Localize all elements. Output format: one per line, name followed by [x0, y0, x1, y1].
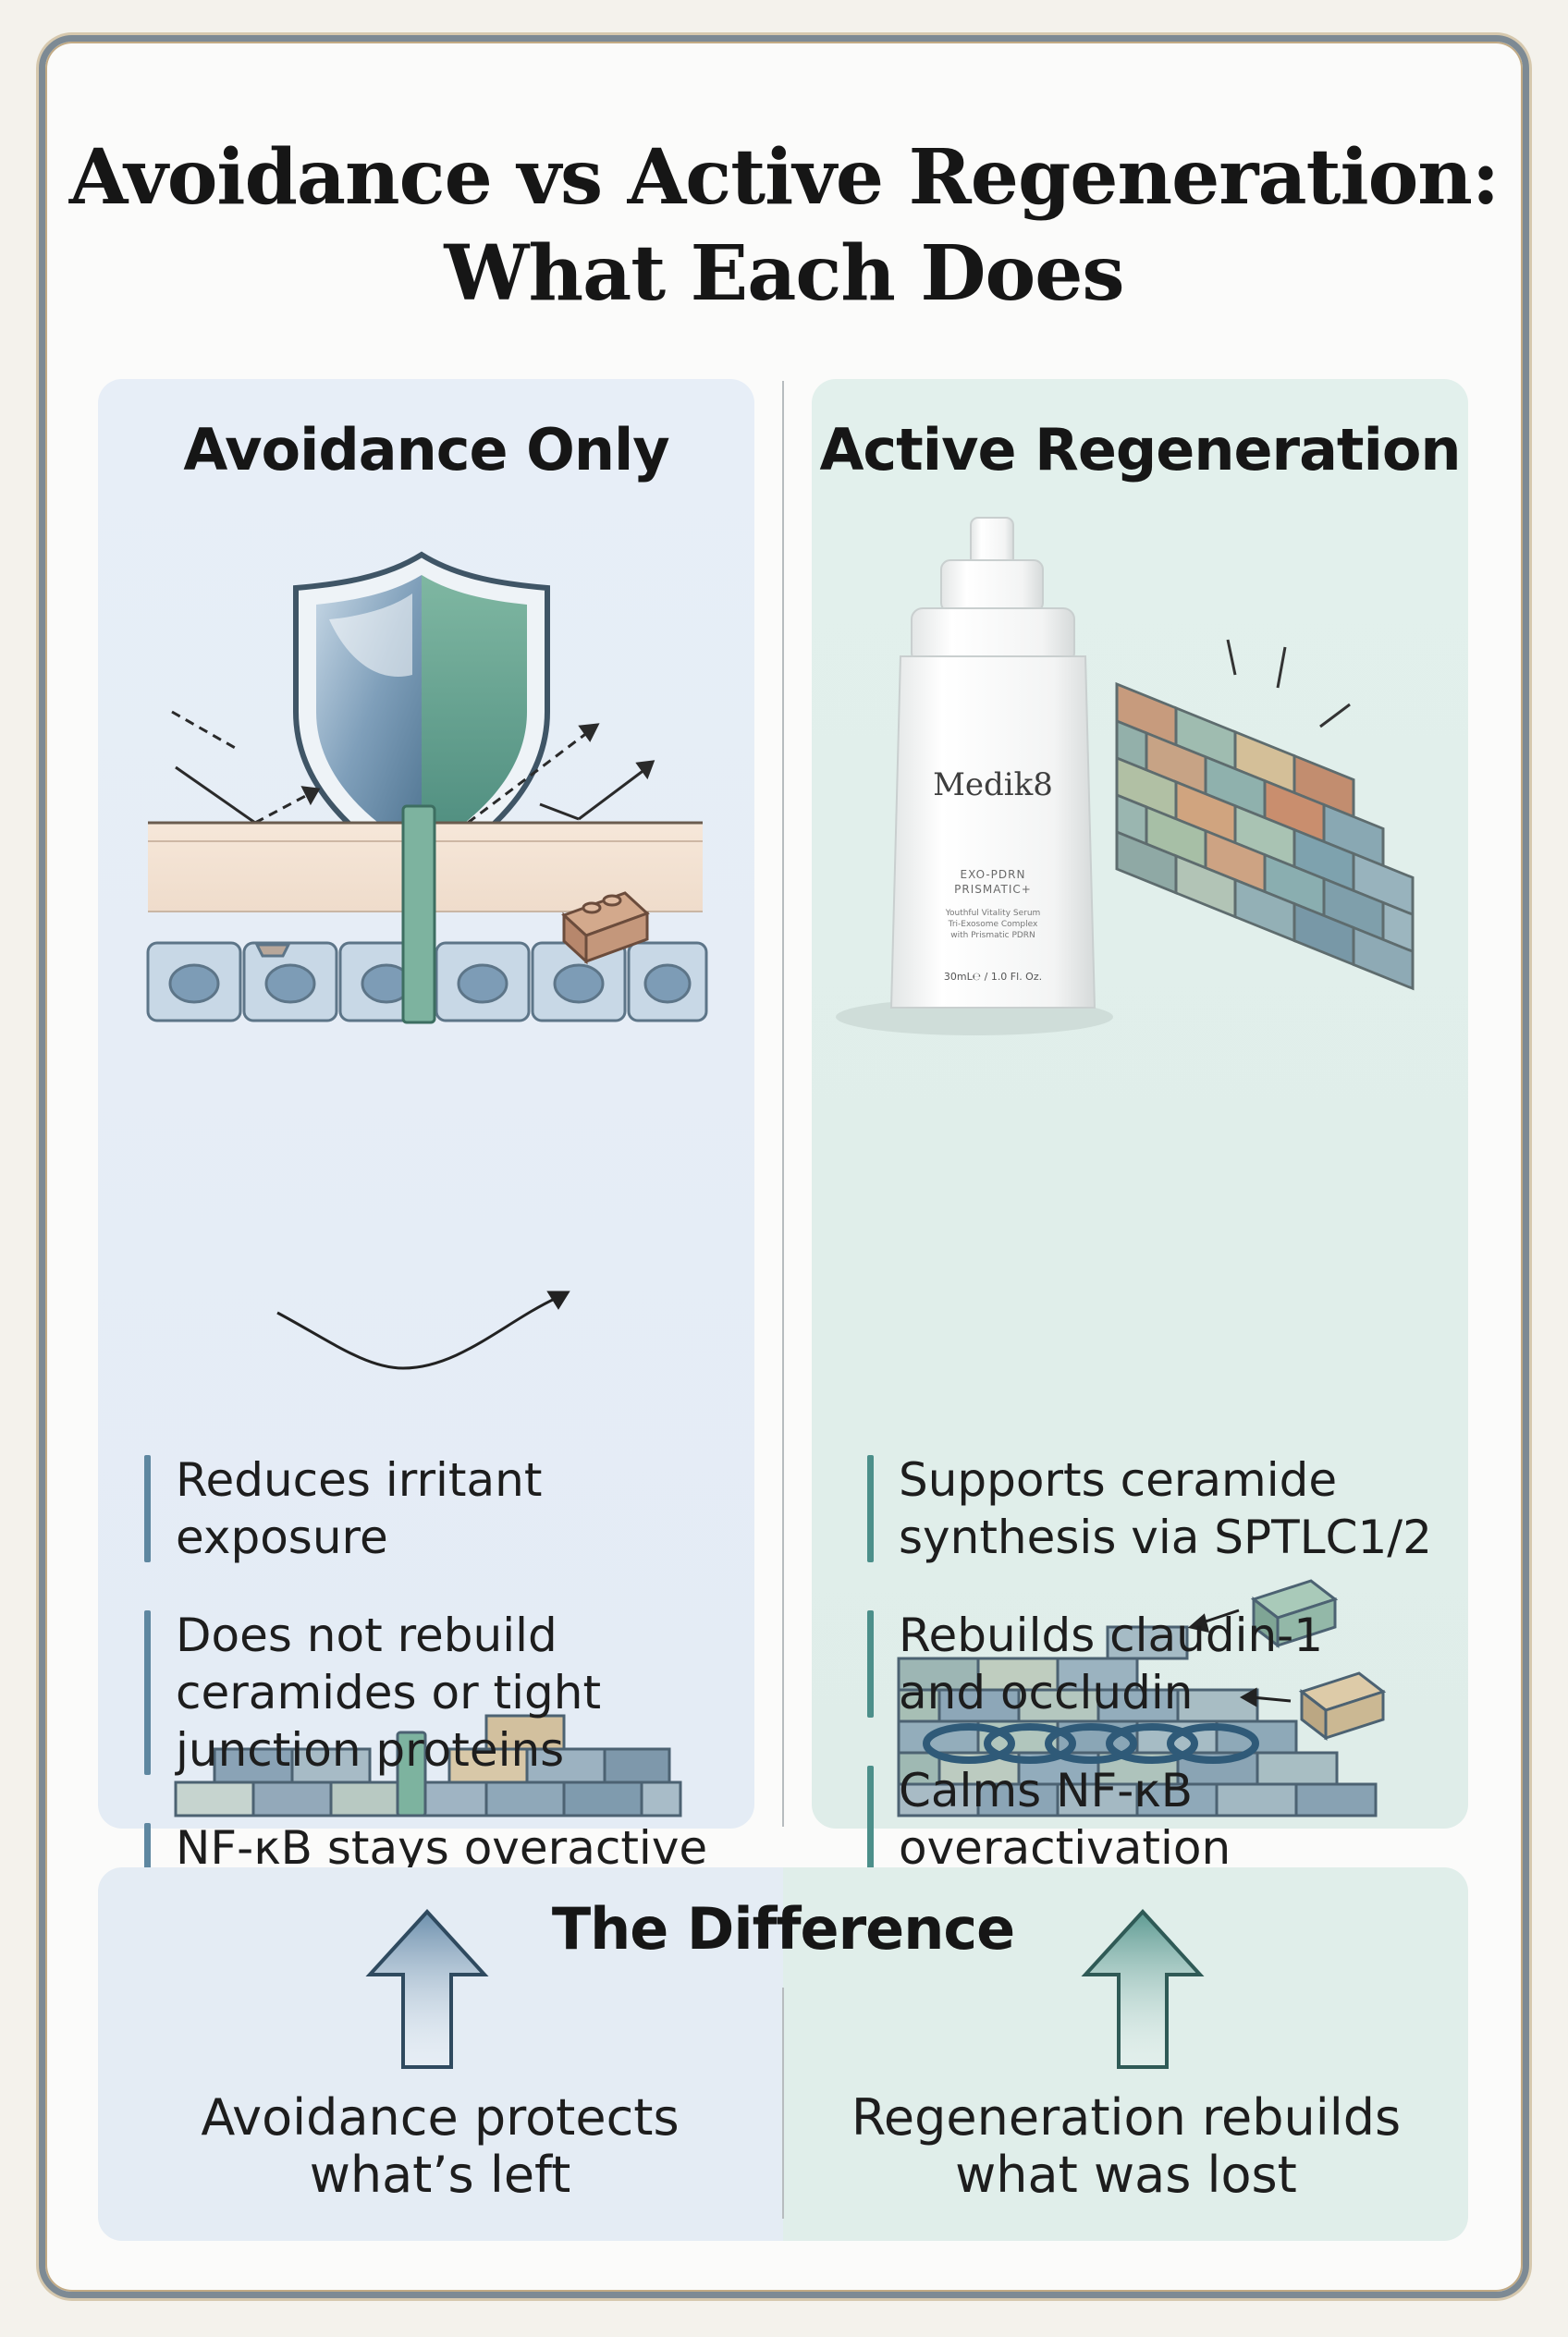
rebuilt-junction-wall: [897, 1579, 1387, 1817]
page-title: Avoidance vs Active Regeneration: What E…: [0, 129, 1568, 322]
bullet-bar: [144, 1455, 151, 1562]
regeneration-bullet: Rebuilds claudin-1 and occludin: [867, 1607, 1459, 1721]
difference-box: The Difference Avoidance protects: [98, 1867, 1468, 2241]
incoming-arrows: [1187, 1609, 1292, 1707]
loose-brick-icon: [561, 891, 650, 965]
regeneration-heading: Active Regeneration: [819, 416, 1461, 483]
shield-icon: [293, 551, 550, 877]
bullet-line: Calms NF-κB: [899, 1764, 1194, 1817]
rebuilt-brick-wall: [1115, 681, 1415, 991]
bullet-line: overactivation: [899, 1821, 1231, 1875]
regeneration-panel: Active Regeneration Medik8 EXO-PDRN PRIS…: [812, 379, 1468, 1875]
difference-line: Avoidance protects: [201, 2088, 680, 2147]
difference-divider: [782, 1988, 784, 2219]
title-line-2: What Each Does: [444, 229, 1124, 318]
bottle-volume: 30mL℮ / 1.0 Fl. Oz.: [944, 971, 1042, 983]
regeneration-bullets: Supports ceramide synthesis via SPTLC1/2…: [867, 1451, 1459, 1917]
bullet-line: Does not rebuild: [176, 1609, 557, 1662]
bullet-bar: [867, 1766, 874, 1873]
difference-line: what’s left: [309, 2146, 571, 2204]
deflected-arrows: [171, 710, 655, 825]
bullet-line: exposure: [176, 1511, 388, 1564]
avoidance-bullet: Reduces irritant exposure: [144, 1451, 736, 1566]
bullet-line: Supports ceramide: [899, 1453, 1338, 1507]
title-line-1: Avoidance vs Active Regeneration:: [68, 133, 1500, 222]
shield-skin-illustration: [146, 551, 708, 1370]
avoidance-heading: Avoidance Only: [183, 416, 669, 483]
bottle-brand: Medik8: [933, 766, 1053, 803]
regeneration-bullet: Supports ceramide synthesis via SPTLC1/2: [867, 1451, 1459, 1566]
bottle-description: with Prismatic PDRN: [950, 931, 1035, 940]
bullet-line: Rebuilds claudin-1: [899, 1609, 1324, 1662]
avoidance-panel: Avoidance Only: [98, 379, 754, 1875]
new-brick-icon: [1250, 1579, 1387, 1742]
bullet-line: synthesis via SPTLC1/2: [899, 1511, 1432, 1564]
broken-brick-wall: [174, 1714, 682, 1817]
difference-regeneration-text: Regeneration rebuilds what was lost: [802, 2089, 1450, 2204]
regeneration-bullet: Calms NF-κB overactivation: [867, 1762, 1459, 1877]
barrier-arrow: [276, 1291, 570, 1370]
bottle-description: Youthful Vitality Serum: [945, 909, 1041, 918]
tight-junction-chain: [923, 1723, 1259, 1764]
difference-avoidance-text: Avoidance protects what’s left: [116, 2089, 764, 2204]
sparkle-icon: [1226, 639, 1351, 728]
bullet-bar: [867, 1455, 874, 1562]
bullet-bar: [144, 1823, 151, 1873]
bullet-line: and occludin: [899, 1666, 1194, 1719]
avoidance-bullets: Reduces irritant exposure Does not rebui…: [144, 1451, 736, 1917]
difference-heading: The Difference: [551, 1895, 1015, 1963]
bullet-bar: [867, 1610, 874, 1718]
up-arrow-icon: [365, 1909, 489, 2069]
up-arrow-icon: [1081, 1909, 1205, 2069]
barrier-gap-pillar: [401, 804, 436, 1024]
avoidance-bullet: NF-κB stays overactive: [144, 1819, 736, 1877]
bullet-bar: [144, 1610, 151, 1775]
bullet-line: Reduces irritant: [176, 1453, 543, 1507]
panel-divider: [782, 381, 784, 1827]
avoidance-bullet: Does not rebuild ceramides or tight junc…: [144, 1607, 736, 1779]
bottle-product-name: PRISMATIC+: [954, 883, 1032, 896]
bullet-line: NF-κB stays overactive: [176, 1821, 708, 1875]
serum-bottle-illustration: Medik8 EXO-PDRN PRISMATIC+ Youthful Vita…: [836, 517, 1415, 1035]
difference-line: what was lost: [955, 2146, 1297, 2204]
bullet-line: ceramides or tight: [176, 1666, 602, 1719]
difference-line: Regeneration rebuilds: [851, 2088, 1402, 2147]
bottle-description: Tri-Exosome Complex: [948, 920, 1038, 929]
bottle-product-name: EXO-PDRN: [961, 868, 1026, 881]
bullet-line: junction proteins: [176, 1723, 565, 1777]
